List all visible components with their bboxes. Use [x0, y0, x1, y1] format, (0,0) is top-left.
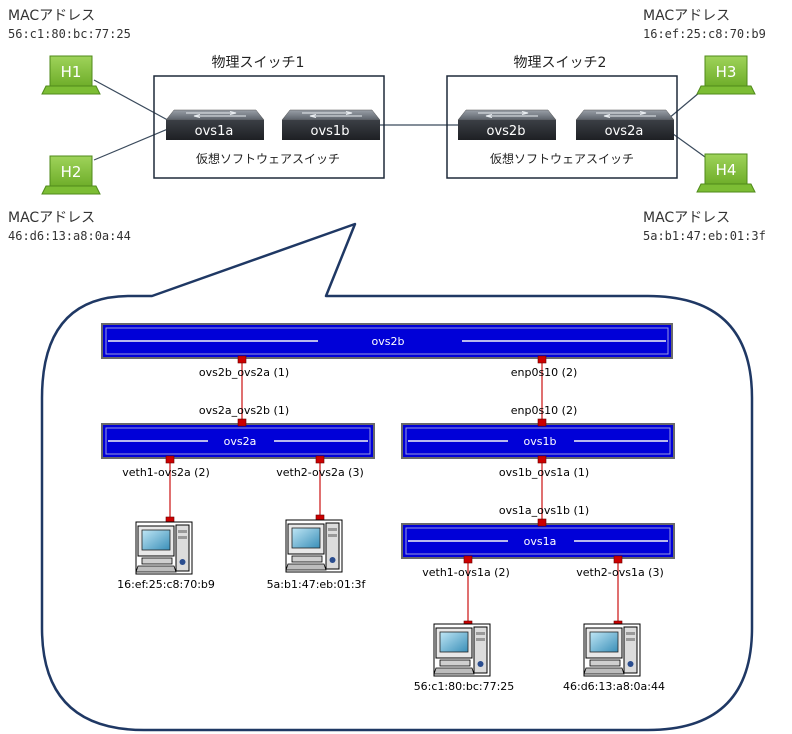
pc-icon-3 — [433, 623, 491, 677]
mac-title-h2: MACアドレス — [8, 210, 95, 226]
detail-links — [169, 358, 619, 624]
pc-mac-2: 5a:b1:47:eb:01:3f — [267, 578, 367, 591]
host-icon-h1: H1 — [41, 55, 101, 95]
mac-value-h2: 46:d6:13:a8:0a:44 — [8, 229, 131, 243]
ovs2a-bar-label: ovs2a — [224, 435, 257, 448]
port-label-veth1-ovs1a: veth1-ovs1a (2) — [422, 566, 510, 579]
mac-title-h4: MACアドレス — [643, 210, 730, 226]
host-label-h3: H3 — [716, 63, 737, 81]
port-label-ovs2b-ovs2a: ovs2b_ovs2a (1) — [199, 366, 289, 379]
ovs2b-bar-label: ovs2b — [372, 335, 405, 348]
ovs1a-bar-label: ovs1a — [524, 535, 557, 548]
mac-value-h1: 56:c1:80:bc:77:25 — [8, 27, 131, 41]
port-label-ovs1b-enp0s10: enp0s10 (2) — [511, 404, 578, 417]
physical-switch-1-title: 物理スイッチ1 — [212, 55, 305, 71]
ovs1b-bar-label: ovs1b — [524, 435, 557, 448]
host-icon-h4: H4 — [696, 153, 756, 193]
pc-icon-2 — [285, 519, 343, 573]
switch-label-ovs2b: ovs2b — [487, 124, 526, 139]
pc-mac-4: 46:d6:13:a8:0a:44 — [563, 680, 665, 693]
host-icon-h2: H2 — [41, 155, 101, 195]
mac-title-h1: MACアドレス — [8, 8, 95, 24]
host-label-h1: H1 — [61, 63, 82, 81]
switch-label-ovs2a: ovs2a — [605, 124, 644, 139]
physical-switch-2-box — [446, 75, 678, 179]
port-label-ovs2a-ovs2b: ovs2a_ovs2b (1) — [199, 404, 289, 417]
physical-switch-2-title: 物理スイッチ2 — [514, 55, 607, 71]
port-label-veth2-ovs1a: veth2-ovs1a (3) — [576, 566, 664, 579]
switch-label-ovs1b: ovs1b — [311, 124, 350, 139]
port-label-ovs2b-enp0s10: enp0s10 (2) — [511, 366, 578, 379]
pc-icon-4 — [583, 623, 641, 677]
mac-value-h4: 5a:b1:47:eb:01:3f — [643, 229, 766, 243]
switch-icon-ovs1b: ovs1b — [281, 109, 381, 141]
host-label-h2: H2 — [61, 163, 82, 181]
port-label-veth2-ovs2a: veth2-ovs2a (3) — [276, 466, 364, 479]
mac-title-h3: MACアドレス — [643, 8, 730, 24]
physical-switch-2-subtitle: 仮想ソフトウェアスイッチ — [490, 151, 634, 166]
ovs1b-bar: ovs1b — [401, 423, 675, 459]
switch-label-ovs1a: ovs1a — [195, 124, 234, 139]
port-label-veth1-ovs2a: veth1-ovs2a (2) — [122, 466, 210, 479]
port-label-ovs1a-ovs1b: ovs1a_ovs1b (1) — [499, 504, 589, 517]
pc-mac-1: 16:ef:25:c8:70:b9 — [117, 578, 215, 591]
pc-mac-3: 56:c1:80:bc:77:25 — [414, 680, 515, 693]
switch-icon-ovs2b: ovs2b — [457, 109, 557, 141]
switch-icon-ovs1a: ovs1a — [165, 109, 265, 141]
switch-icon-ovs2a: ovs2a — [575, 109, 675, 141]
port-label-ovs1b-ovs1a: ovs1b_ovs1a (1) — [499, 466, 589, 479]
ovs1a-bar: ovs1a — [401, 523, 675, 559]
mac-value-h3: 16:ef:25:c8:70:b9 — [643, 27, 766, 41]
ovs2a-bar: ovs2a — [101, 423, 375, 459]
physical-switch-1-subtitle: 仮想ソフトウェアスイッチ — [196, 151, 340, 166]
physical-switch-1-box — [153, 75, 385, 179]
ovs2b-bar: ovs2b — [101, 323, 673, 359]
host-icon-h3: H3 — [696, 55, 756, 95]
pc-icon-1 — [135, 521, 193, 575]
host-label-h4: H4 — [716, 161, 737, 179]
